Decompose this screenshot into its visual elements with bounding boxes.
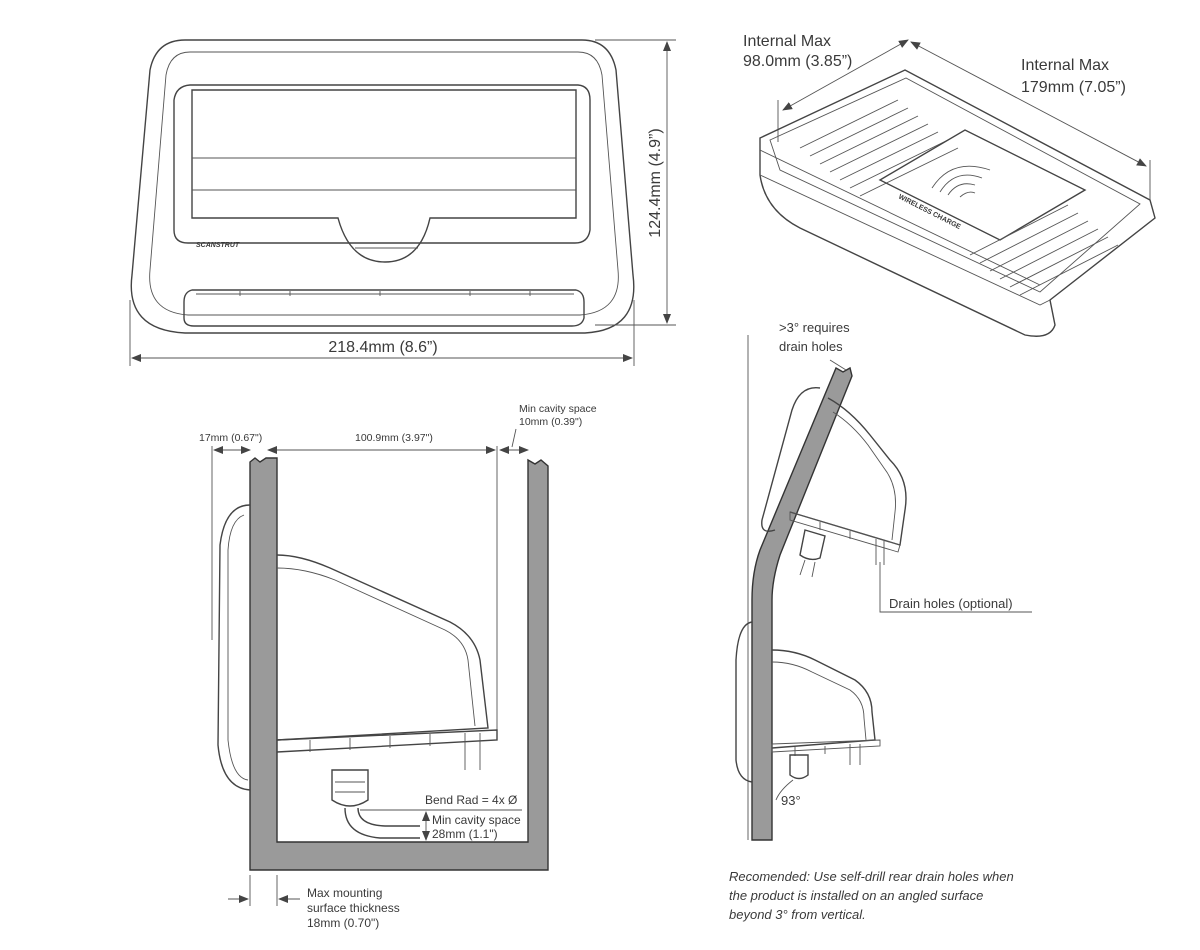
lower-bezel bbox=[735, 621, 753, 783]
rear-cavity-value: 10mm (0.39") bbox=[519, 416, 582, 428]
leader-line bbox=[511, 428, 517, 448]
mounting-surface-section bbox=[249, 457, 549, 871]
thickness-value: 18mm (0.70") bbox=[307, 916, 379, 930]
width-dimension-line bbox=[782, 39, 909, 111]
upper-bezel bbox=[761, 386, 821, 532]
side-section-view: 17mm (0.67") 100.9mm (3.97") Min cavity … bbox=[199, 403, 597, 930]
outer-housing-outline bbox=[130, 39, 635, 334]
recommendation-line1: Recomended: Use self-drill rear drain ho… bbox=[729, 869, 1014, 884]
front-view: SCANSTRUT 218.4mm (8.6”) 124.4mm (4.9”) bbox=[129, 39, 676, 366]
angle-label: 93° bbox=[781, 793, 801, 808]
lower-housing bbox=[771, 649, 876, 749]
angle-note-line1: >3° requires bbox=[779, 320, 850, 335]
wireless-charge-pad bbox=[878, 129, 1087, 241]
upper-housing bbox=[789, 397, 907, 546]
bottom-cavity-title: Min cavity space bbox=[432, 813, 521, 827]
break-line bbox=[829, 359, 847, 371]
angled-mount-view: >3° requires drain holes Drain holes (op… bbox=[729, 320, 1032, 922]
internal-length-title: Internal Max bbox=[1021, 57, 1109, 74]
angle-arc bbox=[775, 779, 794, 801]
isometric-view: Internal Max 98.0mm (3.85”) Internal Max… bbox=[743, 33, 1156, 337]
bezel-inner bbox=[227, 514, 249, 781]
width-label: 218.4mm (8.6”) bbox=[328, 339, 437, 356]
internal-length-value: 179mm (7.05”) bbox=[1021, 79, 1126, 96]
tray-lip bbox=[759, 149, 1041, 286]
brand-logo: SCANSTRUT bbox=[196, 242, 240, 249]
inner-housing-outline bbox=[149, 51, 619, 316]
bottom-cavity-value: 28mm (1.1") bbox=[432, 827, 498, 841]
lid-panel bbox=[191, 89, 577, 263]
bezel-front bbox=[217, 504, 251, 791]
tray-inner-rim bbox=[769, 77, 1141, 293]
bezel-label: 17mm (0.67") bbox=[199, 432, 262, 444]
tray-outer-rim bbox=[759, 69, 1156, 337]
drain-leader-line bbox=[879, 562, 1032, 613]
internal-width-title: Internal Max bbox=[743, 33, 831, 50]
length-dimension-line bbox=[910, 41, 1147, 167]
recommendation-line3: beyond 3° from vertical. bbox=[729, 907, 866, 922]
lower-housing-inner bbox=[771, 661, 867, 741]
upper-housing-inner bbox=[832, 411, 896, 541]
angled-surface-section bbox=[751, 366, 853, 841]
tray-ribs-right bbox=[969, 204, 1119, 296]
housing-inner-profile bbox=[276, 567, 476, 727]
upper-cable-gland bbox=[799, 529, 826, 561]
pad-label: WIRELESS CHARGE bbox=[897, 194, 962, 232]
tray-base bbox=[183, 289, 585, 327]
bend-radius-label: Bend Rad = 4x Ø bbox=[425, 793, 517, 807]
housing-profile bbox=[276, 554, 489, 741]
upper-cable bbox=[799, 559, 816, 578]
tray-front-edge bbox=[759, 174, 1051, 306]
recommendation-line2: the product is installed on an angled su… bbox=[729, 888, 983, 903]
base-ribs bbox=[309, 733, 481, 770]
depth-label: 100.9mm (3.97") bbox=[355, 432, 433, 444]
cable-gland bbox=[331, 769, 369, 807]
cable bbox=[344, 807, 420, 839]
angle-note-line2: drain holes bbox=[779, 339, 843, 354]
tray-ribs-left bbox=[799, 99, 959, 197]
upper-base-ribs bbox=[789, 511, 901, 565]
thickness-line2: surface thickness bbox=[307, 901, 400, 915]
housing-base bbox=[276, 729, 498, 753]
gland-thread bbox=[335, 781, 365, 793]
wireless-signal-icon bbox=[931, 165, 991, 198]
internal-width-value: 98.0mm (3.85”) bbox=[743, 53, 852, 70]
height-label: 124.4mm (4.9”) bbox=[647, 128, 664, 237]
rear-cavity-title: Min cavity space bbox=[519, 403, 597, 415]
tray-vent-slots bbox=[196, 291, 574, 296]
lower-cable-gland bbox=[789, 754, 809, 780]
thickness-line1: Max mounting bbox=[307, 886, 382, 900]
drain-label: Drain holes (optional) bbox=[889, 596, 1013, 611]
bezel-opening bbox=[173, 84, 591, 244]
